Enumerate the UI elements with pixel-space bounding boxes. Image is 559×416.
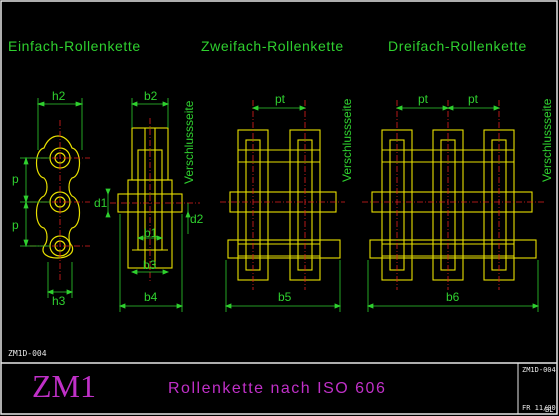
titleblock-description: Rollenkette nach ISO 606	[168, 380, 387, 397]
closure-label-single: Verschlussseite	[182, 100, 196, 184]
dim-b4: b4	[144, 290, 158, 304]
dim-h2: h2	[52, 89, 66, 103]
single-side-centerlines	[30, 120, 90, 282]
dim-d1: d1	[94, 196, 108, 210]
dim-d2: d2	[190, 212, 204, 226]
triple-chain-view	[369, 129, 537, 281]
double-centerlines	[220, 100, 345, 290]
dim-p-bottom: p	[12, 218, 19, 232]
dim-b2: b2	[144, 89, 158, 103]
heading-single-chain: Einfach-Rollenkette	[8, 38, 141, 54]
dim-b1: b1	[144, 226, 158, 240]
titleblock-corner: BL	[545, 406, 554, 414]
titleblock-code: ZM1	[32, 368, 96, 404]
dim-pt-double: pt	[275, 92, 286, 106]
single-front-centerlines	[110, 118, 200, 282]
dim-pt-triple-b: pt	[468, 92, 479, 106]
double-chain-view	[227, 129, 341, 281]
dim-b3: b3	[143, 258, 157, 272]
dim-b5: b5	[278, 290, 292, 304]
drawing-code: ZM1D-004	[8, 349, 47, 358]
triple-centerlines	[362, 100, 545, 290]
single-front-dimensions	[105, 98, 191, 312]
heading-double-chain: Zweifach-Rollenkette	[201, 38, 344, 54]
single-link-side-view	[35, 135, 81, 259]
single-side-dimensions	[20, 98, 84, 298]
dim-h3: h3	[52, 294, 66, 308]
closure-label-triple: Verschlussseite	[540, 98, 554, 182]
closure-label-double: Verschlussseite	[340, 98, 354, 182]
dim-p-top: p	[12, 172, 19, 186]
dim-pt-triple-a: pt	[418, 92, 429, 106]
heading-triple-chain: Dreifach-Rollenkette	[388, 38, 527, 54]
double-dimensions	[224, 105, 342, 312]
titleblock-ref-top: ZM1D-004	[522, 366, 556, 374]
titleblock-ref-bottom: FR 11/00	[522, 404, 556, 412]
dim-b6: b6	[446, 290, 460, 304]
triple-dimensions	[366, 105, 540, 312]
